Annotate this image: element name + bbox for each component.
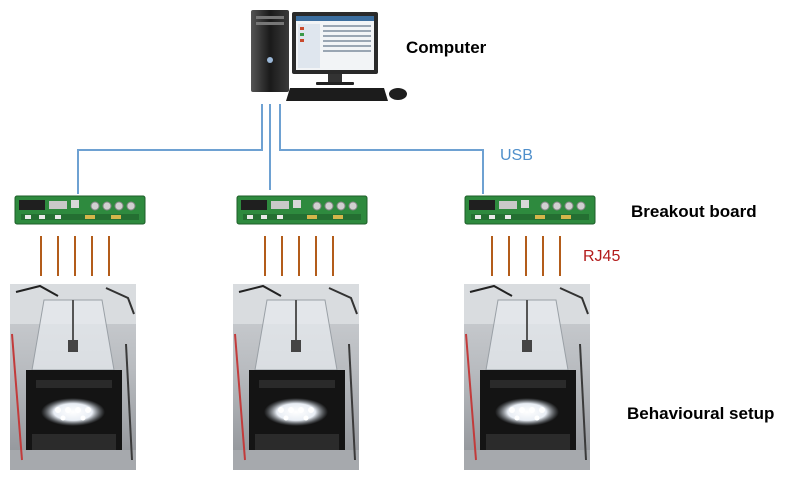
breakout-board-2: [236, 195, 368, 225]
usb-cable-left: [77, 104, 263, 194]
usb-cable-right: [279, 104, 484, 194]
usb-label: USB: [500, 147, 533, 164]
breakout-board-3: [464, 195, 596, 225]
computer-icon: [251, 10, 407, 101]
behavioural-setup-2: [232, 283, 360, 471]
breakout-board-label: Breakout board: [631, 202, 757, 221]
rj45-wires: [40, 236, 561, 276]
behavioural-setup-1: [9, 283, 137, 471]
rj45-label: RJ45: [583, 248, 621, 265]
behavioural-setup-label: Behavioural setup: [627, 404, 775, 423]
breakout-board-1: [14, 195, 146, 225]
usb-cables: [77, 104, 484, 194]
computer-label: Computer: [406, 38, 487, 57]
behavioural-setup-3: [463, 283, 591, 471]
